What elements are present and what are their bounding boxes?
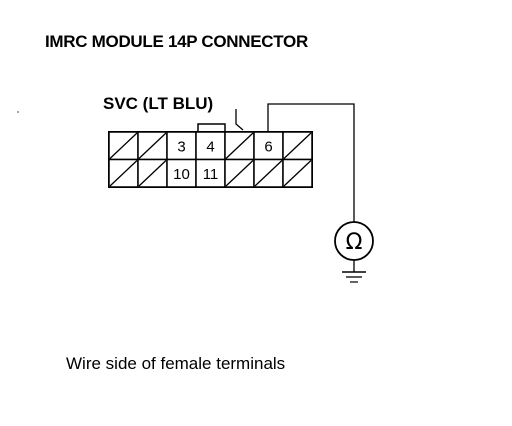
terminal-number: 4	[206, 138, 214, 155]
diagram-caption: Wire side of female terminals	[66, 354, 285, 373]
blank-terminal-slash	[109, 132, 138, 159]
terminal-number: 3	[177, 138, 185, 155]
probe-wire	[267, 103, 355, 222]
blank-terminal-slash	[109, 160, 138, 187]
blank-terminal-slash	[225, 132, 254, 159]
terminal-3: 3	[166, 131, 197, 161]
blank-terminal-slash	[283, 160, 312, 187]
terminal-blank	[224, 131, 255, 161]
blank-terminal-slash	[254, 160, 283, 187]
terminal-blank	[282, 158, 313, 188]
terminal-number: 6	[264, 138, 272, 155]
label-leader-line	[235, 109, 244, 131]
ohm-symbol: Ω	[346, 230, 363, 255]
blank-terminal-slash	[138, 132, 167, 159]
terminal-blank	[253, 158, 284, 188]
diagram-title: IMRC MODULE 14P CONNECTOR	[45, 32, 308, 51]
blank-terminal-slash	[138, 160, 167, 187]
connector-terminal-grid: 3 4 6 10 11	[108, 131, 313, 188]
blank-terminal-slash	[225, 160, 254, 187]
terminal-number: 11	[203, 166, 219, 183]
terminal-blank	[282, 131, 313, 161]
terminal-11: 11	[195, 158, 226, 188]
terminal-4: 4	[195, 131, 226, 161]
terminal-number: 10	[173, 166, 190, 183]
terminal-6: 6	[253, 131, 284, 161]
terminal-blank	[137, 131, 168, 161]
terminal-blank	[108, 131, 139, 161]
terminal-blank	[137, 158, 168, 188]
blank-terminal-slash	[283, 132, 312, 159]
terminal-10: 10	[166, 158, 197, 188]
ground-icon	[342, 271, 366, 283]
terminal-label: SVC (LT BLU)	[103, 94, 213, 113]
terminal-blank	[108, 158, 139, 188]
terminal-blank	[224, 158, 255, 188]
